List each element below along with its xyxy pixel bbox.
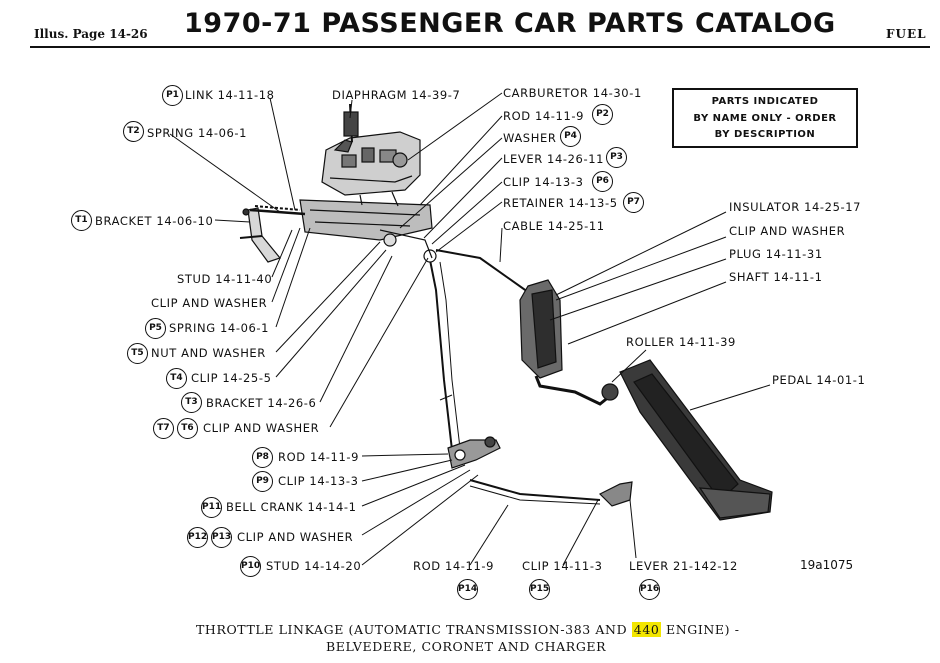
label-roller: ROLLER 14-11-39 <box>626 335 736 349</box>
callout-t1: T1 <box>71 210 92 231</box>
callout-p3: P3 <box>606 147 627 168</box>
label-clip-p9: CLIP 14-13-3 <box>278 474 359 488</box>
label-bell-crank: BELL CRANK 14-14-1 <box>226 500 357 514</box>
label-stud-p10: STUD 14-14-20 <box>266 559 362 573</box>
callout-p14: P14 <box>457 579 478 600</box>
caption-line-1: THROTTLE LINKAGE (AUTOMATIC TRANSMISSION… <box>196 622 740 637</box>
callout-p16: P16 <box>639 579 660 600</box>
label-rod-p2: ROD 14-11-9 <box>503 109 585 123</box>
caption-highlight: 440 <box>631 622 662 637</box>
throttle-rod-drawing <box>379 229 461 451</box>
throttle-cable-drawing <box>435 249 529 293</box>
label-carburetor: CARBURETOR 14-30-1 <box>503 86 642 100</box>
label-clip-p15: CLIP 14-11-3 <box>522 559 603 573</box>
section-name: FUEL <box>886 27 927 41</box>
callout-p2: P2 <box>592 104 613 125</box>
label-pedal: PEDAL 14-01-1 <box>772 373 866 387</box>
label-clip-t4: CLIP 14-25-5 <box>191 371 272 385</box>
label-spring-t2: SPRING 14-06-1 <box>147 126 248 140</box>
pedal-shaft-assembly-drawing <box>519 279 619 406</box>
throttle-bracket-drawing <box>239 205 306 263</box>
callout-t6: T6 <box>177 418 198 439</box>
callout-t5: T5 <box>127 343 148 364</box>
callout-t2: T2 <box>123 121 144 142</box>
label-clip-washer-t7t6: CLIP AND WASHER <box>203 421 320 435</box>
label-lever-p3: LEVER 14-26-11 <box>503 152 605 166</box>
label-retainer-p7: RETAINER 14-13-5 <box>503 196 618 210</box>
label-washer-p4: WASHER <box>503 131 557 145</box>
callout-t4: T4 <box>166 368 187 389</box>
callout-p15: P15 <box>529 579 550 600</box>
label-stud: STUD 14-11-40 <box>177 272 273 286</box>
label-diaphragm: DIAPHRAGM 14-39-7 <box>332 88 461 102</box>
callout-p11: P11 <box>201 497 222 518</box>
label-lever-p16: LEVER 21-142-12 <box>629 559 738 573</box>
callout-p1: P1 <box>162 85 183 106</box>
callout-p7: P7 <box>623 192 644 213</box>
carburetor-drawing <box>299 103 433 241</box>
label-cable: CABLE 14-25-11 <box>503 219 605 233</box>
label-shaft: SHAFT 14-11-1 <box>729 270 823 284</box>
callout-p9: P9 <box>252 471 273 492</box>
label-spring-p5: SPRING 14-06-1 <box>169 321 270 335</box>
callout-p13: P13 <box>211 527 232 548</box>
callout-p12: P12 <box>187 527 208 548</box>
label-bracket-t3: BRACKET 14-26-6 <box>206 396 317 410</box>
callout-p6: P6 <box>592 171 613 192</box>
notice-line-2: BY NAME ONLY - ORDER <box>693 113 837 124</box>
accelerator-pedal-drawing <box>619 359 773 521</box>
label-insulator: INSULATOR 14-25-17 <box>729 200 862 214</box>
callout-p10: P10 <box>240 556 261 577</box>
bell-crank-drawing <box>447 436 633 507</box>
label-bracket-t1: BRACKET 14-06-10 <box>95 214 214 228</box>
header-rule <box>30 46 930 48</box>
label-clip-washer-p12p13: CLIP AND WASHER <box>237 530 354 544</box>
label-nut-washer: NUT AND WASHER <box>151 346 266 360</box>
callout-p8: P8 <box>252 447 273 468</box>
label-clip-washer-2: CLIP AND WASHER <box>729 224 846 238</box>
callout-t7: T7 <box>153 418 174 439</box>
caption-line-1-start: THROTTLE LINKAGE (AUTOMATIC TRANSMISSION… <box>196 622 632 637</box>
illus-page-ref: Illus. Page 14-26 <box>34 27 148 41</box>
callout-p4: P4 <box>560 126 581 147</box>
label-plug: PLUG 14-11-31 <box>729 247 823 261</box>
notice-line-3: BY DESCRIPTION <box>714 129 816 140</box>
label-link: LINK 14-11-18 <box>185 88 275 102</box>
label-clip-p6: CLIP 14-13-3 <box>503 175 584 189</box>
label-rod-p14: ROD 14-11-9 <box>413 559 495 573</box>
notice-line-1: PARTS INDICATED <box>711 96 819 107</box>
caption-line-2: BELVEDERE, CORONET AND CHARGER <box>326 639 607 654</box>
caption-line-1-end: ENGINE) - <box>661 622 740 637</box>
figure-number: 19a1075 <box>800 558 854 572</box>
leader-lines <box>169 92 771 566</box>
order-notice-box: PARTS INDICATED BY NAME ONLY - ORDER BY … <box>672 88 858 148</box>
label-clip-washer-1: CLIP AND WASHER <box>151 296 268 310</box>
callout-t3: T3 <box>181 392 202 413</box>
callout-p5: P5 <box>145 318 166 339</box>
catalog-title: 1970-71 PASSENGER CAR PARTS CATALOG <box>184 8 836 39</box>
label-rod-p8: ROD 14-11-9 <box>278 450 360 464</box>
